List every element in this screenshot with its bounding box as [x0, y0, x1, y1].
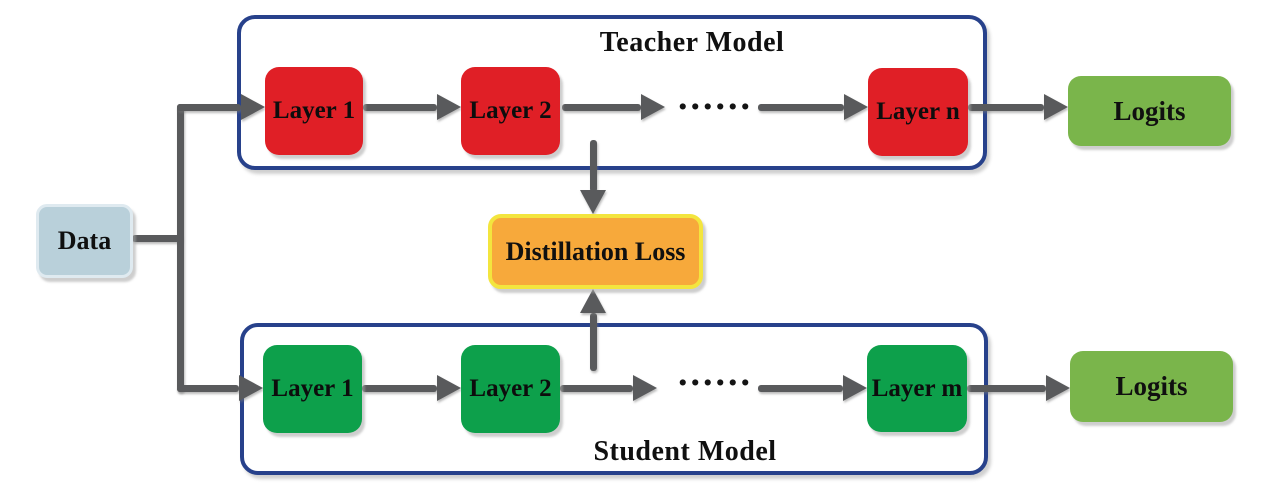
distillation-loss-box: Distillation Loss: [488, 214, 703, 289]
arrowhead-teacher-layer2: [437, 94, 461, 120]
teacher-layer-2: Layer 2: [461, 67, 560, 155]
teacher-logits-box: Logits: [1068, 76, 1231, 146]
student-layer-m: Layer m: [867, 345, 967, 432]
arrowhead-teacher-dots: [641, 94, 665, 120]
arrow-teacher-to-loss: [590, 140, 597, 192]
arrow-teacher-layern-to-logits: [968, 104, 1044, 111]
teacher-layer-n: Layer n: [868, 68, 968, 156]
arrow-student-layerm-to-logits: [967, 385, 1046, 392]
data-box: Data: [36, 204, 133, 278]
student-logits-box: Logits: [1070, 351, 1233, 422]
arrowhead-loss-top: [580, 190, 606, 214]
arrow-trunk-to-student-layer1: [177, 385, 239, 392]
arrowhead-teacher-layern: [844, 94, 868, 120]
arrowhead-student-layer2: [437, 375, 461, 401]
arrowhead-teacher-layer1: [241, 94, 265, 120]
arrowhead-student-dots: [633, 375, 657, 401]
data-connector-line: [132, 235, 182, 242]
teacher-model-title: Teacher Model: [599, 27, 785, 58]
arrowhead-student-layerm: [843, 375, 867, 401]
arrowhead-loss-bottom: [580, 289, 606, 313]
arrow-teacher-dots-to-layern: [758, 104, 844, 111]
arrow-student-to-loss: [590, 313, 597, 371]
arrow-student-layer1-to-layer2: [362, 385, 437, 392]
arrow-student-dots-to-layerm: [758, 385, 843, 392]
arrowhead-student-logits: [1046, 375, 1070, 401]
arrow-teacher-layer2-to-dots: [562, 104, 641, 111]
student-layer-2: Layer 2: [461, 345, 560, 433]
trunk-vertical-line: [177, 104, 184, 392]
arrow-teacher-layer1-to-layer2: [363, 104, 437, 111]
arrowhead-teacher-logits: [1044, 94, 1068, 120]
student-layer-1: Layer 1: [263, 345, 362, 433]
teacher-layer-1: Layer 1: [265, 67, 363, 155]
arrow-student-layer2-to-dots: [560, 385, 633, 392]
arrowhead-student-layer1: [239, 375, 263, 401]
arrow-trunk-to-teacher-layer1: [177, 104, 241, 111]
student-ellipsis: ......: [678, 352, 753, 394]
teacher-ellipsis: ......: [678, 76, 753, 118]
student-model-title: Student Model: [593, 436, 777, 467]
